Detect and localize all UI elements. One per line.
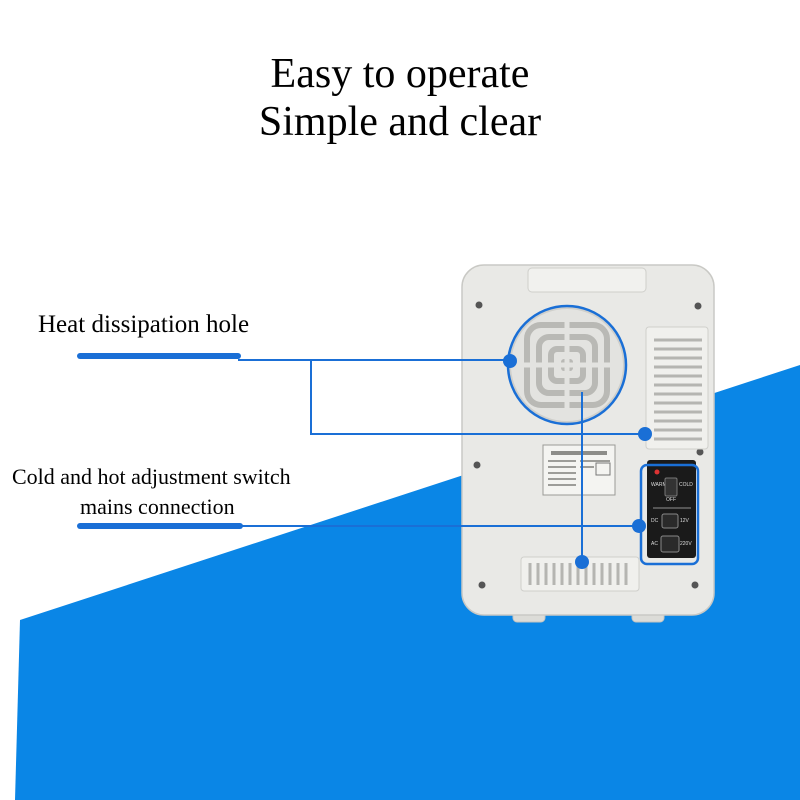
- headline: Easy to operate Simple and clear: [0, 50, 800, 146]
- ac-label: AC: [651, 541, 658, 547]
- ac-socket-icon[interactable]: [660, 535, 680, 553]
- switch-label-line-2: mains connection: [80, 494, 235, 519]
- warm-label: WARM: [651, 482, 667, 488]
- dc-socket-icon[interactable]: [661, 513, 679, 529]
- switch-label: Cold and hot adjustment switch mains con…: [12, 462, 291, 522]
- control-panel-callout-box: [639, 463, 700, 566]
- bottom-vent-grille-icon: [520, 556, 640, 592]
- vent-callout-dot: [638, 427, 652, 441]
- dc-volt-label: 12V: [680, 518, 690, 524]
- switch-icon[interactable]: [664, 477, 678, 497]
- screw-icon: [475, 301, 483, 309]
- cold-label: COLD: [679, 482, 693, 488]
- headline-line-2: Simple and clear: [258, 99, 542, 145]
- switch-label-line-1: Cold and hot adjustment switch: [12, 464, 291, 489]
- ac-volt-label: 220V: [680, 541, 692, 547]
- bottom-vent-callout-dot: [575, 555, 589, 569]
- fan-grille-icon: [509, 307, 625, 423]
- panel-callout-dot: [632, 519, 646, 533]
- dc-label: DC: [651, 518, 659, 524]
- screw-icon: [473, 461, 481, 469]
- off-label: OFF: [666, 497, 676, 503]
- headline-line-1: Easy to operate: [270, 51, 530, 97]
- fridge-handle: [527, 267, 647, 293]
- screw-icon: [478, 581, 486, 589]
- spec-label-icon: [542, 444, 616, 496]
- heat-dissipation-label: Heat dissipation hole: [38, 311, 250, 338]
- control-panel: WARM COLD OFF DC 12V AC 220V: [647, 460, 696, 558]
- screw-icon: [694, 302, 702, 310]
- heat-vent-link-line: [310, 360, 644, 435]
- fan-callout-dot: [503, 354, 517, 368]
- screw-icon: [691, 581, 699, 589]
- screw-icon: [696, 448, 704, 456]
- vent-grille-icon: [645, 326, 709, 450]
